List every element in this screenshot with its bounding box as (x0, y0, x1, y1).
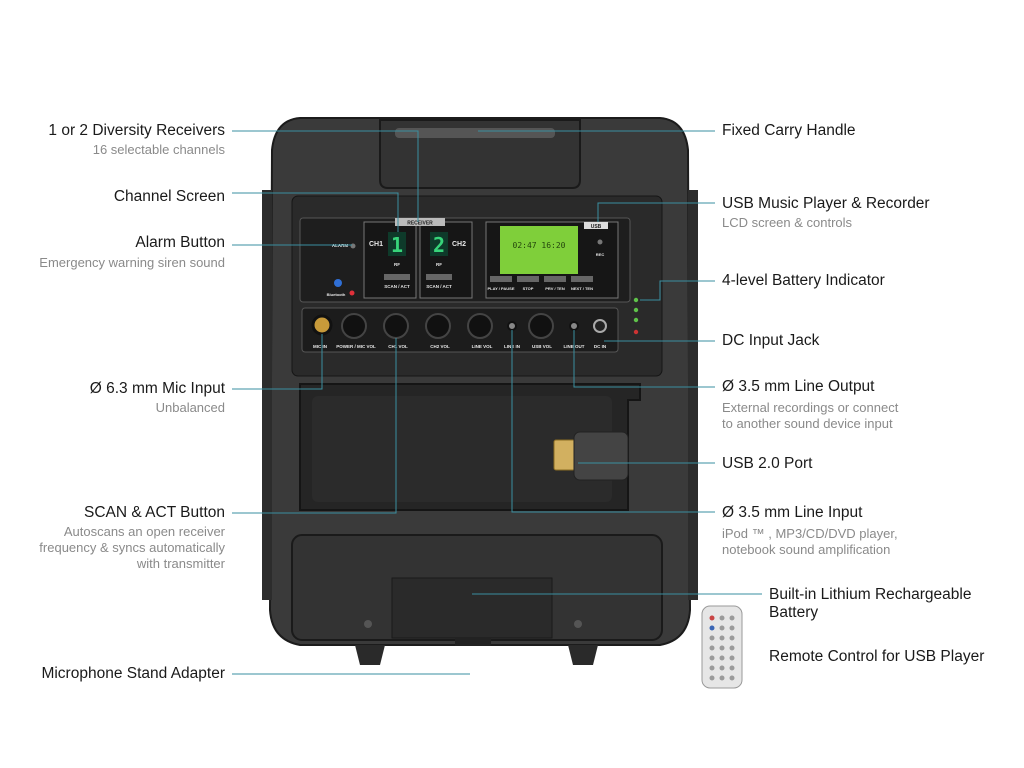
bluetooth-label: Bluetooth (327, 292, 346, 297)
dc-in-jack[interactable] (593, 319, 607, 333)
line-out-jack[interactable] (569, 321, 579, 331)
callout-battery-indicator: 4-level Battery Indicator (722, 272, 885, 289)
callout-line-input: Ø 3.5 mm Line Input (722, 504, 863, 521)
channel-screen-1 (388, 232, 406, 256)
scan-act-button-2[interactable] (426, 274, 452, 280)
ch2-digit: 2 (433, 233, 445, 257)
callout-line-input-sub: iPod ™ , MP3/CD/DVD player, notebook sou… (722, 526, 898, 557)
lcd-time: 02:47 16:20 (513, 241, 566, 250)
callout-line-output-sub: External recordings or connect to anothe… (722, 400, 899, 431)
jack-label-line-vol: LINE VOL (472, 344, 493, 349)
callout-lithium-battery: Built-in Lithium Rechargeable Battery (769, 586, 972, 621)
prev-label: PRV / TEN (545, 286, 565, 291)
rf-label-2: RF (436, 262, 442, 267)
prev-button[interactable] (544, 276, 566, 282)
bluetooth-icon (334, 279, 342, 287)
line-in-jack[interactable] (507, 321, 517, 331)
callout-alarm-button-sub: Emergency warning siren sound (39, 255, 225, 270)
callout-alarm-button: Alarm Button (135, 234, 225, 251)
next-button[interactable] (571, 276, 593, 282)
battery-led-3 (633, 317, 639, 323)
rec-label: REC (596, 252, 605, 257)
scan-act-label-1: SCAN / ACT (384, 284, 410, 289)
callout-usb-player: USB Music Player & Recorder (722, 195, 930, 212)
play-pause-label: PLAY / PAUSE (487, 286, 514, 291)
channel-screen-2 (430, 232, 448, 256)
callout-remote-control: Remote Control for USB Player (769, 648, 985, 665)
battery-led-4 (633, 329, 639, 335)
lcd-screen (500, 226, 578, 274)
callout-dc-input: DC Input Jack (722, 332, 820, 349)
mic-input-jack[interactable] (311, 314, 333, 336)
play-pause-button[interactable] (490, 276, 512, 282)
callout-scan-act-button: SCAN & ACT Button (84, 504, 225, 521)
power-mic-vol-knob[interactable] (341, 313, 367, 339)
callout-carry-handle: Fixed Carry Handle (722, 122, 856, 139)
jack-label-usb-vol: USB VOL (532, 344, 552, 349)
callout-mic-input: Ø 6.3 mm Mic Input (89, 380, 225, 397)
rec-led (597, 239, 603, 245)
jack-label-dc-in: DC IN (594, 344, 606, 349)
ch1-vol-knob[interactable] (383, 313, 409, 339)
leader-lines (232, 130, 762, 675)
line-vol-knob[interactable] (467, 313, 493, 339)
callout-usb-port: USB 2.0 Port (722, 455, 813, 472)
ch2-vol-knob[interactable] (425, 313, 451, 339)
callout-mic-input-sub: Unbalanced (155, 400, 225, 415)
jack-label-ch1-vol: CH1 VOL (388, 344, 408, 349)
jack-label-ch2-vol: CH2 VOL (430, 344, 450, 349)
usb-tag: USB (591, 224, 602, 230)
battery-led-1 (633, 297, 639, 303)
rf-label-1: RF (394, 262, 400, 267)
ch1-label: CH1 (369, 241, 383, 248)
jack-label-power-mic-vol: POWER / MIC VOL (336, 344, 376, 349)
scan-act-button-1[interactable] (384, 274, 410, 280)
next-label: NEXT / TEN (571, 286, 593, 291)
callout-line-output: Ø 3.5 mm Line Output (722, 378, 875, 395)
bluetooth-led (349, 290, 355, 296)
ch2-label: CH2 (452, 241, 466, 248)
ch1-digit: 1 (391, 233, 403, 257)
callout-diversity-receivers-sub: 16 selectable channels (92, 142, 225, 157)
battery-led-2 (633, 307, 639, 313)
callout-usb-player-sub: LCD screen & controls (722, 215, 853, 230)
usb-vol-knob[interactable] (528, 313, 554, 339)
callout-channel-screen: Channel Screen (113, 188, 225, 205)
stop-button[interactable] (517, 276, 539, 282)
scan-act-label-2: SCAN / ACT (426, 284, 452, 289)
stand-adapter (355, 645, 385, 665)
jack-label-mic-in: MIC IN (313, 344, 327, 349)
alarm-button[interactable] (350, 243, 356, 249)
callout-stand-adapter: Microphone Stand Adapter (41, 665, 225, 682)
stop-label: STOP (523, 286, 534, 291)
callout-scan-act-button-sub: Autoscans an open receiver frequency & s… (39, 524, 225, 571)
receiver-tag: RECEIVER (407, 221, 433, 227)
callout-diversity-receivers: 1 or 2 Diversity Receivers (48, 122, 225, 139)
